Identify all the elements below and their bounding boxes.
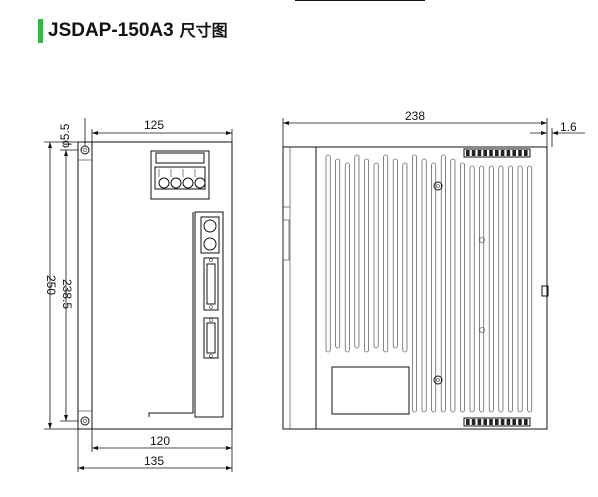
front-body — [77, 141, 233, 430]
grille-slot — [471, 419, 476, 425]
grille-slot — [506, 419, 511, 425]
vent-slot — [431, 162, 437, 413]
grille-slot — [512, 150, 516, 156]
vent-slot — [335, 158, 341, 349]
dim-total-height: 250 — [44, 275, 58, 295]
dim-offset: 1.6 — [560, 120, 577, 134]
grille-slot — [500, 150, 505, 156]
vent-slot — [460, 162, 465, 413]
grille-slot — [466, 419, 470, 425]
grille-slot — [483, 419, 487, 425]
vent-slot — [440, 154, 446, 413]
dim-top-width: 125 — [144, 118, 164, 132]
vent-slot — [527, 165, 533, 413]
vent-slot — [498, 165, 504, 413]
power-terminal-block — [150, 150, 210, 200]
mount-hole-top — [80, 145, 90, 155]
vent-slot — [469, 165, 475, 413]
vent-slot — [508, 165, 513, 413]
vent-slot — [402, 162, 408, 353]
model-name: JSDAP-150A3 — [48, 20, 174, 41]
vent-slot — [421, 158, 427, 413]
grille-slot — [500, 419, 505, 425]
grille-slot — [489, 419, 493, 425]
dim-inner-height: 238.5 — [60, 279, 74, 309]
grille-slot — [483, 150, 487, 156]
grille-slot — [518, 150, 522, 156]
signal-connector-panel — [194, 211, 224, 418]
grille-slot — [524, 419, 528, 425]
grille-slot — [489, 150, 493, 156]
page-title: JSDAP-150A3 尺寸图 — [48, 19, 228, 43]
title-accent-bar — [38, 19, 43, 43]
grille-slot — [477, 150, 482, 156]
grille-slot — [471, 150, 476, 156]
grille-slot — [506, 150, 511, 156]
vent-slot — [354, 154, 360, 349]
grille-slot — [477, 419, 482, 425]
vent-slot — [479, 165, 485, 413]
bottom-grille — [463, 417, 531, 427]
grille-slot — [495, 419, 499, 425]
screw-bottom — [433, 375, 443, 385]
mount-hole-bottom — [80, 416, 90, 426]
top-rule — [295, 0, 425, 1]
vent-slot — [450, 158, 456, 413]
nameplate — [331, 366, 410, 415]
vent-slot — [488, 165, 494, 413]
dim-bottom-total-width: 135 — [144, 454, 164, 468]
front-view: 125 φ5.5 238.5 250 120 135 — [44, 118, 233, 472]
vent-slot — [364, 158, 369, 353]
grille-slot — [524, 150, 528, 156]
title-suffix: 尺寸图 — [179, 21, 228, 40]
dim-depth: 238 — [405, 109, 425, 123]
grille-slot — [466, 150, 470, 156]
grille-slot — [512, 419, 516, 425]
grille-slot — [495, 150, 499, 156]
vent-slot — [517, 165, 523, 413]
vent-slot — [383, 154, 389, 353]
grille-slot — [518, 419, 522, 425]
top-grille — [463, 148, 531, 158]
ventilation-slots — [325, 154, 533, 413]
side-body — [282, 146, 548, 430]
screw-top — [433, 181, 443, 191]
dim-hole-diameter: φ5.5 — [58, 123, 72, 148]
side-view: 238 1.6 — [282, 109, 585, 430]
vent-slot — [392, 158, 398, 349]
dim-bottom-inner-width: 120 — [150, 434, 170, 448]
vent-slot — [412, 154, 417, 413]
vent-slot — [325, 154, 331, 353]
vent-slot — [344, 162, 350, 353]
vent-slot — [373, 162, 379, 349]
